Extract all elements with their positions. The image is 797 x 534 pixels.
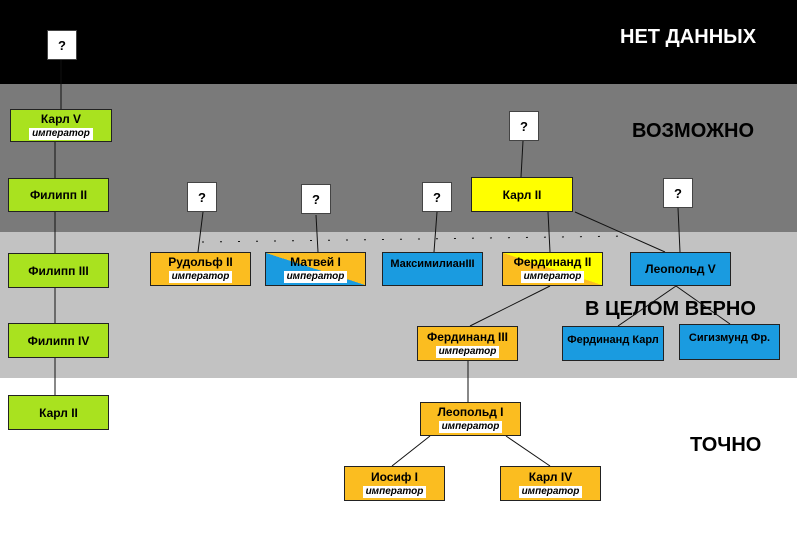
node-karl-ii-austria: Карл II: [471, 177, 573, 212]
unknown-node-top: ?: [47, 30, 77, 60]
line-karl-ii-leopold-v: [574, 211, 666, 253]
node-ferdinand-karl: Фердинанд Карл: [562, 326, 664, 361]
zone-label-exact: ТОЧНО: [690, 434, 762, 456]
node-subtitle: император: [438, 421, 503, 433]
zone-label-no-data: НЕТ ДАННЫХ: [620, 26, 757, 48]
line-unknown-karl-ii: [520, 140, 524, 178]
node-filipp-iv: Филипп IV: [8, 323, 109, 358]
line-karl-ii-ferdinand-ii: [547, 211, 551, 253]
node-subtitle: император: [518, 485, 583, 498]
node-title: Леопольд V: [645, 262, 716, 276]
node-title: Филипп IV: [27, 333, 90, 348]
line-leopold-v-ferdinand-karl: [617, 285, 677, 327]
zone-no-data-band: [0, 0, 797, 84]
node-title: Филипп II: [29, 188, 88, 202]
line-unknown-maximilian: [433, 211, 438, 253]
node-iosif-i: Иосиф I император: [344, 466, 445, 501]
node-subtitle: император: [168, 271, 233, 283]
node-title: Леопольд I: [437, 405, 504, 419]
node-title: Карл V: [40, 111, 82, 126]
unknown-node-maximilian: ?: [422, 182, 452, 212]
line-leopold-v-sigismund: [675, 285, 731, 325]
unknown-node-matvei: ?: [301, 184, 331, 214]
unknown-node-karl-ii: ?: [509, 111, 539, 141]
node-maximilian-iii: МаксимилианIII: [382, 252, 483, 286]
node-title: Карл II: [502, 187, 542, 202]
node-sigismund: Сигизмунд Фр.: [679, 324, 780, 360]
node-matvei-i: Матвей I император: [265, 252, 366, 286]
line-leopold-i-karl-iv: [505, 435, 551, 467]
node-karl-iv: Карл IV император: [500, 466, 601, 501]
node-subtitle: император: [520, 271, 585, 283]
zone-label-mostly-true: В ЦЕЛОМ ВЕРНО: [585, 298, 756, 320]
node-subtitle: император: [29, 127, 93, 140]
node-karl-v: Карл V император: [10, 109, 112, 142]
node-title: Карл IV: [528, 469, 573, 484]
node-title: Матвей I: [290, 255, 341, 269]
node-ferdinand-iii: Фердинанд III император: [417, 326, 518, 361]
line-sibling-bar: [201, 235, 631, 243]
node-title: Карл II: [39, 405, 78, 420]
node-filipp-iii: Филипп III: [8, 253, 109, 288]
node-title: Сигизмунд Фр.: [688, 332, 771, 344]
node-rudolf-ii: Рудольф II император: [150, 252, 251, 286]
node-subtitle: император: [283, 271, 348, 283]
node-title: Фердинанд III: [426, 329, 509, 344]
node-leopold-v: Леопольд V: [630, 252, 731, 286]
zone-label-possible: ВОЗМОЖНО: [632, 120, 755, 142]
node-leopold-i: Леопольд I император: [420, 402, 521, 436]
line-ferdinand-ii-ferdinand-iii: [469, 285, 551, 327]
line-unknown-matvei: [315, 214, 319, 253]
node-title: Филипп III: [28, 263, 89, 278]
line-unknown-rudolf: [197, 211, 204, 253]
node-title: Рудольф II: [168, 255, 233, 269]
node-title: Фердинанд II: [513, 255, 592, 269]
node-title: Фердинанд Карл: [567, 334, 659, 346]
node-subtitle: император: [362, 485, 427, 498]
node-filipp-ii: Филипп II: [8, 178, 109, 212]
node-karl-ii-spain: Карл II: [8, 395, 109, 430]
node-title: МаксимилианIII: [390, 258, 475, 270]
node-title: Иосиф I: [370, 469, 418, 484]
line-unknown-leopold-v: [677, 207, 681, 253]
node-subtitle: император: [435, 345, 500, 358]
unknown-node-rudolf: ?: [187, 182, 217, 212]
node-ferdinand-ii: Фердинанд II император: [502, 252, 603, 286]
unknown-node-leopold-v: ?: [663, 178, 693, 208]
line-leopold-i-iosif-i: [391, 435, 431, 467]
zone-exact-band: [0, 378, 797, 534]
